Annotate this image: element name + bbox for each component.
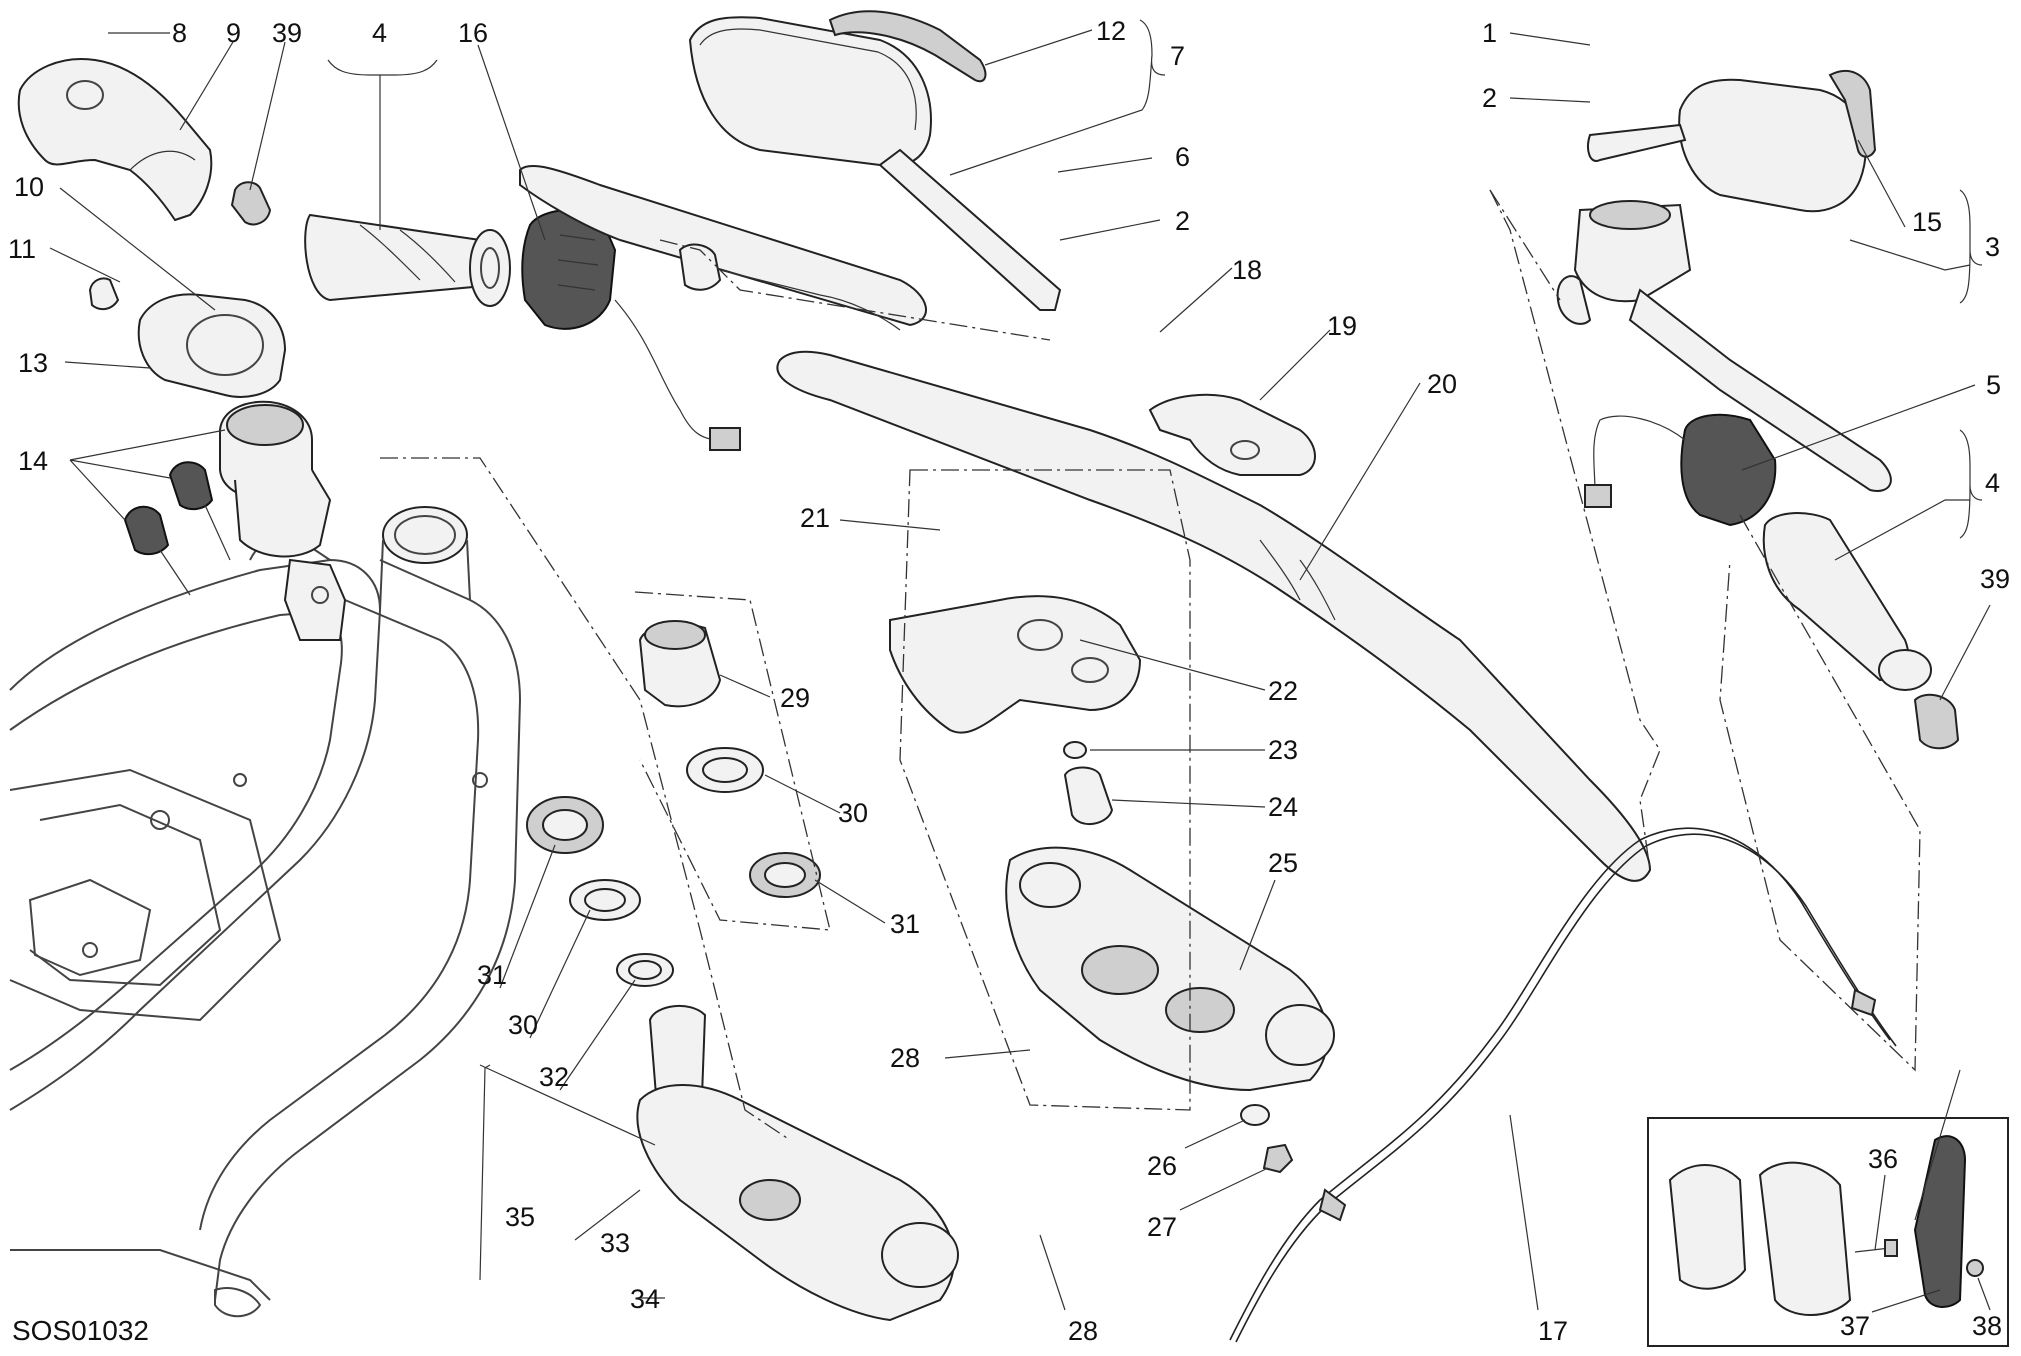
callout-14: 14	[18, 446, 48, 476]
callout-34: 34	[630, 1284, 660, 1314]
callout-17: 17	[1538, 1316, 1568, 1346]
callout-12: 12	[1096, 16, 1126, 46]
assembly-boundary-lines	[380, 189, 1921, 1141]
stem-cap-and-bearing	[638, 620, 821, 898]
callout-3: 3	[1985, 232, 2000, 262]
callout-31: 31	[890, 909, 920, 939]
callout-25: 25	[1268, 848, 1298, 878]
callout-28: 28	[890, 1043, 920, 1073]
callout-7: 7	[1170, 41, 1185, 71]
callout-29: 29	[780, 683, 810, 713]
drawing-code: SOS01032	[12, 1315, 149, 1346]
callout-18: 18	[1232, 255, 1262, 285]
callout-4-right: 4	[1985, 468, 2000, 498]
leader-lines	[49, 19, 1991, 1313]
handlebar-clamp-lower	[889, 595, 1142, 734]
right-switchgear	[1584, 413, 1777, 527]
stem-spacer-parts	[1063, 741, 1294, 1174]
ignition-lock	[219, 400, 332, 558]
left-grip	[304, 213, 511, 307]
callout-31-left: 31	[477, 960, 507, 990]
right-grip	[1762, 512, 1960, 750]
top-yoke	[1005, 846, 1335, 1092]
callout-15: 15	[1912, 207, 1942, 237]
callout-23: 23	[1268, 735, 1298, 765]
ignition-keys	[123, 461, 231, 596]
callout-27: 27	[1147, 1212, 1177, 1242]
callout-20: 20	[1427, 369, 1457, 399]
callout-2: 2	[1175, 206, 1190, 236]
callout-32: 32	[539, 1062, 569, 1092]
callout-19: 19	[1327, 311, 1357, 341]
callout-10: 10	[14, 172, 44, 202]
callout-30: 30	[838, 798, 868, 828]
handlebar-clamp-upper	[1148, 393, 1316, 476]
callout-36: 36	[1868, 1144, 1898, 1174]
callout-13: 13	[18, 348, 48, 378]
callout-28-bottom: 28	[1068, 1316, 1098, 1346]
handlebar	[776, 350, 1652, 882]
callout-26: 26	[1147, 1151, 1177, 1181]
motorcycle-frame	[9, 506, 522, 1318]
ignition-switch-housing	[88, 277, 287, 398]
lower-yoke-and-stem	[636, 1004, 959, 1322]
lower-bearing-parts	[526, 796, 674, 987]
callout-37: 37	[1840, 1311, 1870, 1341]
callout-39-right: 39	[1980, 564, 2010, 594]
callout-39: 39	[272, 18, 302, 48]
detail-inset	[1647, 1117, 2009, 1347]
callout-35: 35	[505, 1202, 535, 1232]
right-mirror	[1587, 70, 1877, 213]
front-brake-master-cylinder	[1556, 200, 1892, 492]
bar-end-left	[230, 181, 272, 226]
callout-38: 38	[1972, 1311, 2002, 1341]
clutch-lever-assembly	[519, 164, 927, 331]
callout-4: 4	[372, 18, 387, 48]
left-mirror	[688, 10, 1062, 311]
callout-1: 1	[1482, 18, 1497, 48]
callout-24: 24	[1268, 792, 1298, 822]
callout-9: 9	[226, 18, 241, 48]
callout-5: 5	[1986, 370, 2001, 400]
callout-labels: 8 9 39 4 16 12 7 6 2 10 11 13 14 18 19 2…	[8, 16, 2010, 1346]
callout-22: 22	[1268, 676, 1298, 706]
callout-21: 21	[800, 503, 830, 533]
callout-16: 16	[458, 18, 488, 48]
callout-6: 6	[1175, 142, 1190, 172]
callout-11: 11	[8, 234, 36, 264]
callout-2-right: 2	[1482, 83, 1497, 113]
speedometer-cable	[1229, 827, 1897, 1343]
callout-33: 33	[600, 1228, 630, 1258]
callout-8: 8	[172, 18, 187, 48]
callout-30-left: 30	[508, 1010, 538, 1040]
left-switch-cover	[17, 58, 213, 222]
